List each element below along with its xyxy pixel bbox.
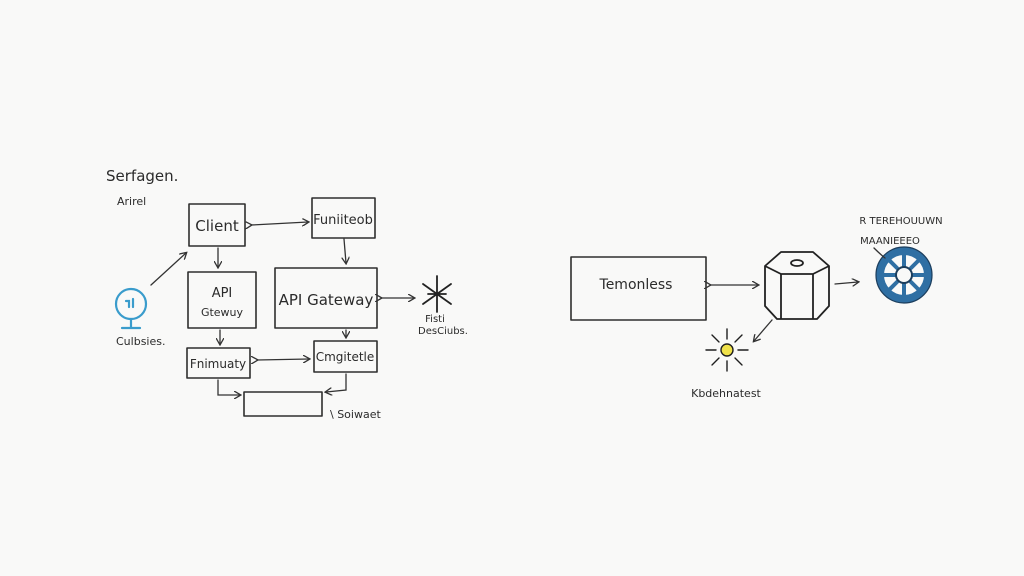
functions-box [311,197,376,239]
arrow-cube-wheel [834,282,858,284]
fnway-box [186,347,251,379]
wheel-label-line2: MAANIEEEO [860,236,920,247]
fnway-label: Fnimuaty [190,357,246,371]
functions-label: Funiiteob [313,213,373,228]
arrow-cmgtctle-blank [326,373,347,392]
arrow-cube-sun [754,319,773,341]
asterisk-icon [422,275,452,313]
sun-icon [705,328,749,372]
arrow-functions-api [344,238,346,263]
api-gateway-small-box [187,271,257,329]
diagram-subtitle: Arirel [117,195,146,208]
arrow-client-functions [251,222,308,225]
cmgtctle-label: Cmgitetle [316,350,375,364]
icon-label: Culbsies. [116,335,165,348]
arrow-icon-to-client [150,253,186,286]
helm-wheel-icon [875,246,933,304]
wheel-label-line1: R TEREHOUUWN [859,216,942,227]
spark-label-line2: DesCiubs. [418,326,468,337]
sun-label: Kbdehnatest [691,387,761,400]
api-gateway-small-line2: Gtewuy [201,306,244,319]
server-label: Temonless [599,277,673,293]
spark-label-line1: Fisti [425,314,445,325]
server-cube-icon [764,251,830,320]
client-label: Client [195,217,239,235]
api-gateway-large-label: API Gateway [279,291,374,309]
cmgtctle-box [313,340,378,373]
arrow-fnway-blank [217,379,240,395]
blank-box [243,391,323,417]
diagram-title: Serfagen. [106,167,178,185]
api-gateway-small-line1: API [212,286,233,301]
blank-box-label: \ Soiwaet [330,408,381,421]
monitor-bulb-icon [114,287,148,330]
arrow-fnway-cmgtctle [257,359,309,360]
wheel-label-pointer [873,247,886,259]
